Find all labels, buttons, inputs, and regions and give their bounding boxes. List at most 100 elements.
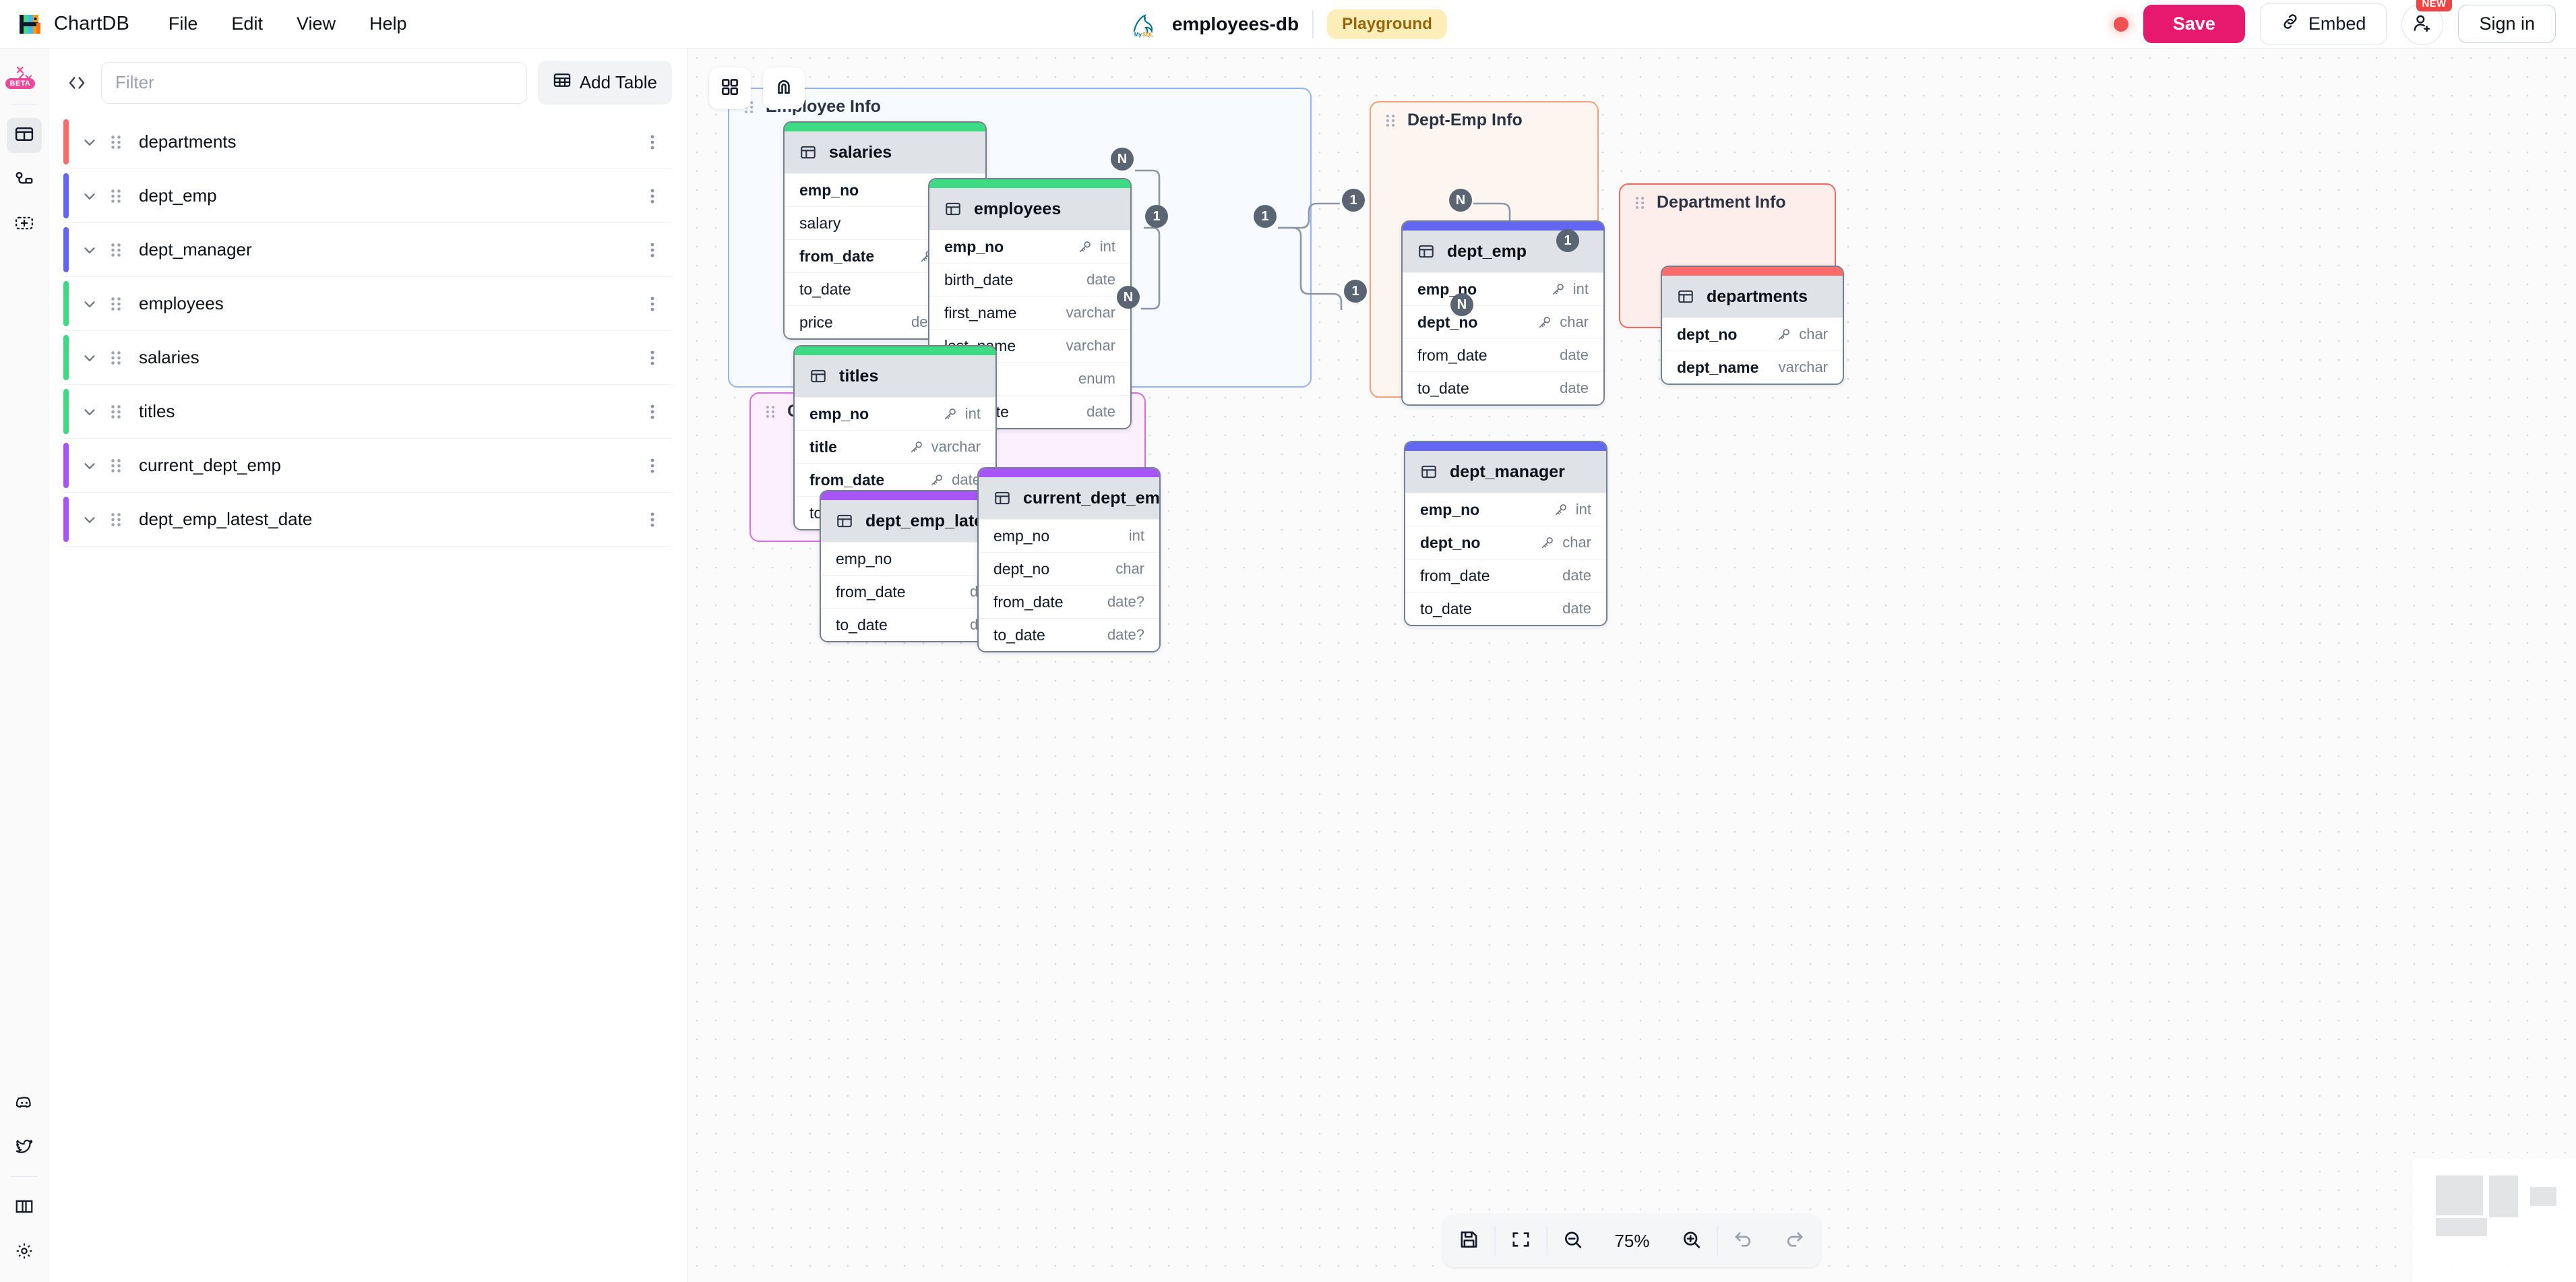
sidebar-item-ai-magic[interactable]: BETA <box>5 58 42 93</box>
save-button[interactable]: Save <box>2143 5 2245 43</box>
sign-in-button[interactable]: Sign in <box>2458 5 2556 43</box>
document-title[interactable]: employees-db <box>1171 13 1299 34</box>
drag-handle-icon[interactable] <box>108 134 124 150</box>
sidebar-item-dependencies[interactable] <box>7 207 42 242</box>
drag-handle-icon[interactable] <box>763 404 778 419</box>
list-item[interactable]: departments <box>63 115 672 169</box>
drag-handle-icon[interactable] <box>108 296 124 312</box>
more-options-icon[interactable] <box>644 403 661 421</box>
drag-handle-icon[interactable] <box>108 350 124 366</box>
drag-handle-icon[interactable] <box>108 404 124 420</box>
toggle-grid-button[interactable] <box>709 67 751 109</box>
list-item[interactable]: dept_manager <box>63 223 672 277</box>
chevron-down-icon[interactable] <box>81 403 98 421</box>
chevron-down-icon[interactable] <box>81 457 98 475</box>
drag-handle-icon[interactable] <box>1632 195 1647 210</box>
embed-button[interactable]: Embed <box>2259 3 2387 44</box>
sidebar-item-discord[interactable] <box>7 1086 42 1121</box>
table-node-header[interactable]: departments <box>1662 276 1843 317</box>
sidebar-item-twitter[interactable] <box>7 1130 42 1165</box>
drag-handle-icon[interactable] <box>1383 113 1398 128</box>
zoom-in-button[interactable] <box>1666 1215 1717 1267</box>
field-meta: char <box>1777 326 1828 343</box>
menu-help[interactable]: Help <box>369 13 407 34</box>
add-user-button[interactable]: NEW <box>2401 0 2453 45</box>
minimap[interactable] <box>2413 1159 2576 1282</box>
add-table-button[interactable]: Add Table <box>537 61 672 104</box>
drag-handle-icon[interactable] <box>108 242 124 258</box>
list-item[interactable]: titles <box>63 385 672 439</box>
list-item[interactable]: salaries <box>63 331 672 385</box>
filter-input[interactable] <box>101 61 527 104</box>
more-options-icon[interactable] <box>644 295 661 313</box>
drag-handle-icon[interactable] <box>108 188 124 204</box>
table-node-header[interactable]: titles <box>795 355 995 397</box>
list-item[interactable]: dept_emp <box>63 169 672 223</box>
drag-handle-icon[interactable] <box>108 458 124 474</box>
sidebar-item-settings[interactable] <box>7 1235 42 1270</box>
table-node-title: employees <box>974 199 1062 218</box>
menu-view[interactable]: View <box>296 13 336 34</box>
more-options-icon[interactable] <box>644 457 661 475</box>
save-diagram-button[interactable] <box>1444 1215 1495 1267</box>
zoom-level[interactable]: 75% <box>1614 1230 1650 1251</box>
table-node-header[interactable]: current_dept_emp <box>979 477 1159 519</box>
list-item-label: dept_emp_latest_date <box>139 509 313 529</box>
redo-button[interactable] <box>1769 1215 1820 1267</box>
table-node-header[interactable]: dept_manager <box>1405 451 1606 493</box>
chevron-down-icon[interactable] <box>81 133 98 151</box>
list-item[interactable]: current_dept_emp <box>63 439 672 493</box>
chevron-down-icon[interactable] <box>81 187 98 205</box>
floppy-save-icon <box>1459 1229 1480 1254</box>
table-node-header[interactable]: employees <box>929 188 1130 230</box>
list-item[interactable]: employees <box>63 277 672 331</box>
fit-view-button[interactable] <box>1496 1215 1547 1267</box>
more-options-icon[interactable] <box>644 511 661 528</box>
chevron-down-icon[interactable] <box>81 295 98 313</box>
more-options-icon[interactable] <box>644 133 661 151</box>
drag-handle-icon[interactable] <box>108 512 124 528</box>
menu-edit[interactable]: Edit <box>231 13 263 34</box>
chevron-down-icon[interactable] <box>81 241 98 259</box>
more-options-icon[interactable] <box>644 241 661 259</box>
sidebar-item-tables[interactable] <box>6 118 42 153</box>
table-node-header[interactable]: salaries <box>785 131 985 173</box>
chevron-down-icon[interactable] <box>81 511 98 528</box>
code-collapse-icon[interactable] <box>63 69 90 96</box>
menu-file[interactable]: File <box>168 13 198 34</box>
table-color-swatch <box>63 497 69 542</box>
undo-button[interactable] <box>1718 1215 1769 1267</box>
sidebar-item-docs[interactable] <box>7 1190 42 1225</box>
snap-to-grid-button[interactable] <box>763 67 805 109</box>
more-options-icon[interactable] <box>644 349 661 367</box>
more-options-icon[interactable] <box>644 187 661 205</box>
chevron-down-icon[interactable] <box>81 349 98 367</box>
sidebar-item-relationships[interactable] <box>7 162 42 197</box>
zoom-out-button[interactable] <box>1547 1215 1599 1267</box>
list-item[interactable]: dept_emp_latest_date <box>63 493 672 547</box>
